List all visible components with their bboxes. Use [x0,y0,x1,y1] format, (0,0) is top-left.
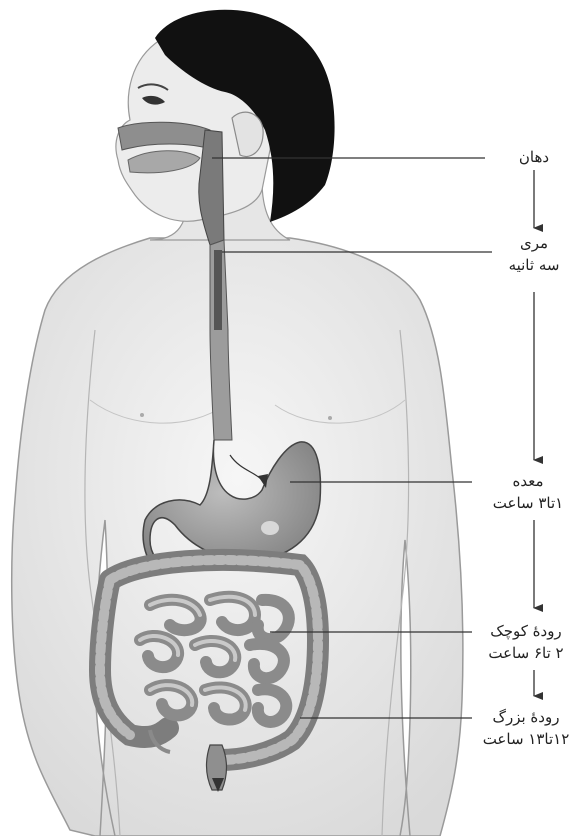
small-intestine-name: رودهٔ کوچک [476,620,576,642]
small-intestine-label: رودهٔ کوچک ۲ تا۶ ساعت [476,620,576,664]
mouth-label: دهان [484,146,578,168]
esophagus-name: مری [484,232,578,254]
large-intestine-time: ۱۲تا۱۳ ساعت [476,728,576,750]
stomach-time: ۱تا۳ ساعت [478,492,578,514]
left-nipple [140,413,144,417]
mouth-name: دهان [484,146,578,168]
stomach-name: معده [478,470,578,492]
esophagus-label: مری سه ثانیه [484,232,578,276]
pylorus-highlight [261,521,279,535]
small-intestine-time: ۲ تا۶ ساعت [476,642,576,664]
stomach-label: معده ۱تا۳ ساعت [478,470,578,514]
esophagus-shading [214,250,222,330]
right-nipple [328,416,332,420]
large-intestine-name: رودهٔ بزرگ [476,706,576,728]
large-intestine-label: رودهٔ بزرگ ۱۲تا۱۳ ساعت [476,706,576,750]
esophagus-time: سه ثانیه [484,254,578,276]
